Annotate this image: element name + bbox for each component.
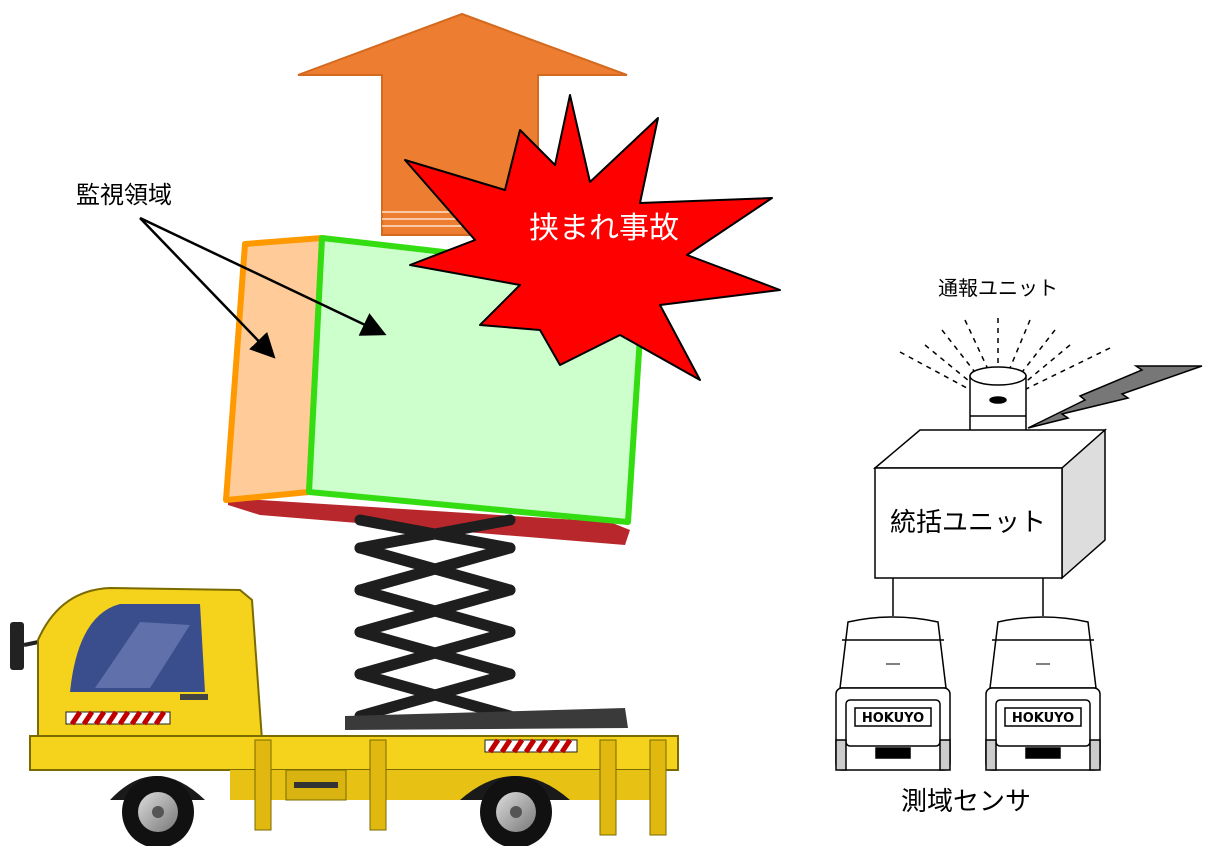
range-sensor-label: 測域センサ: [901, 787, 1031, 817]
truck: [10, 586, 679, 846]
scissor-lift: [354, 514, 516, 722]
lift-platform: [228, 498, 630, 545]
up-arrow-icon: [297, 12, 628, 236]
notification-unit-label: 通報ユニット: [938, 276, 1058, 300]
explosion-burst-icon: 挟まれ事故: [404, 94, 781, 381]
control-unit-label: 統括ユニット: [890, 508, 1046, 538]
pointer-arrow-front: [139, 216, 387, 336]
sensor-brand-right: HOKUYO: [1012, 711, 1074, 726]
pointer-arrow-side: [139, 217, 276, 359]
range-sensor-left: HOKUYO: [835, 616, 951, 771]
pinch-accident-label: 挟まれ事故: [529, 211, 679, 246]
control-unit: [872, 428, 1107, 580]
sensor-brand-left: HOKUYO: [862, 711, 924, 726]
lightning-bolt-icon: [1027, 365, 1203, 429]
lift-base-ramp: [345, 708, 628, 730]
range-sensor-right: HOKUYO: [985, 616, 1101, 771]
monitoring-area-label: 監視領域: [76, 181, 172, 209]
